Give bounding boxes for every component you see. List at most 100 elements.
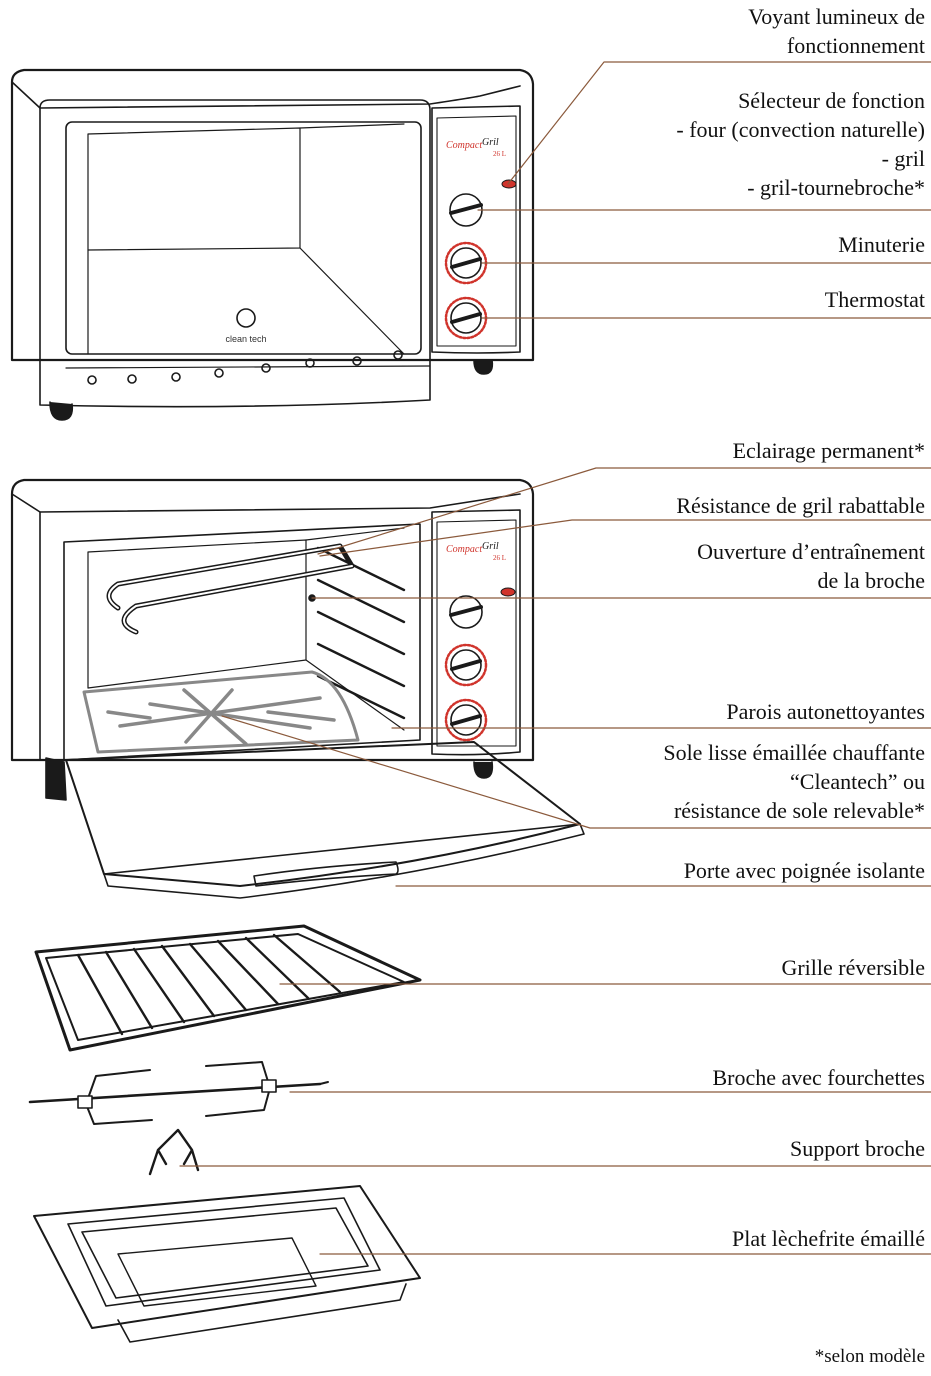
panel-brand-gril: Gril [482, 541, 499, 552]
leader-voyant [507, 61, 931, 185]
rack-bar [244, 936, 310, 1000]
oven-closed-window [65, 121, 422, 355]
oven-closed-foot-right [473, 359, 494, 375]
label-plat: Plat lèchefrite émaillé [731, 1226, 925, 1251]
label-broche: Broche avec fourchettes [712, 1065, 925, 1090]
rack-bar [104, 950, 154, 1030]
selector-knob [449, 595, 483, 629]
side-rail [316, 642, 406, 688]
label-sole: Sole lisse émaillée chauffante “Cleantec… [663, 740, 925, 823]
label-porte: Porte avec poignée isolante [683, 858, 925, 883]
side-rail [316, 610, 406, 656]
oven-closed-icon-strip [65, 365, 431, 369]
timer-scale [444, 643, 488, 687]
clean-tech-logo-icon [236, 308, 256, 328]
oven-open-foot-left [45, 757, 67, 801]
timer-knob-grip [450, 659, 482, 671]
rack-inner-frame [45, 933, 405, 1041]
spit-fork-screw [261, 1079, 277, 1093]
oven-open-foot-right [473, 761, 494, 779]
door-logo: clean tech [225, 334, 266, 344]
rack-bars [76, 933, 342, 1036]
oven-door-edge [103, 823, 585, 899]
oven-closed-top-edge [39, 85, 521, 109]
label-eclairage: Eclairage permanent* [732, 438, 925, 463]
spit-support-wire [148, 1128, 200, 1176]
label-support: Support broche [789, 1136, 925, 1161]
oven-open-floor-pattern [106, 688, 336, 746]
thermostat-knob-grip [450, 312, 482, 324]
tray-floor [117, 1237, 317, 1307]
floor-ray [182, 688, 248, 746]
floor-ray [148, 702, 312, 730]
oven-closed-function-icons [87, 350, 403, 385]
label-thermostat: Thermostat [824, 287, 925, 312]
panel-capacity: 26 L [493, 554, 506, 562]
rack-frame [34, 924, 422, 1052]
floor-ray [106, 710, 152, 720]
oven-closed-foot-left [49, 401, 74, 421]
oven-open-top-edge [39, 493, 521, 513]
spit-fork-left [85, 1069, 153, 1125]
oven-open-control-panel-inner [436, 519, 517, 747]
oven-open-side-edge [11, 493, 41, 761]
panel-capacity: 26 L [493, 150, 506, 158]
panel-brand-compact: Compact [446, 544, 482, 555]
footnote: *selon modèle [814, 1346, 925, 1367]
oven-open-back-wall [87, 539, 307, 689]
oven-closed-back-wall [87, 127, 301, 251]
oven-open-casing [10, 478, 535, 762]
thermostat-knob [450, 302, 482, 334]
label-ouverture: Ouverture d’entraînement de la broche [697, 539, 925, 593]
tray-basin-inner [81, 1207, 369, 1299]
rack-bar [188, 942, 248, 1012]
tray-basin [67, 1197, 381, 1307]
timer-knob [450, 649, 482, 681]
reversible-rack [34, 924, 422, 1052]
floor-ray [184, 688, 234, 744]
drip-tray [33, 1185, 421, 1343]
selector-knob-grip [449, 605, 483, 617]
oven-closed-side-edge [11, 81, 41, 361]
tray-rim [33, 1185, 421, 1329]
timer-knob [450, 247, 482, 279]
rack-bar [132, 947, 186, 1024]
leader-eclairage [317, 467, 931, 555]
label-voyant: Voyant lumineux de fonctionnement [748, 4, 925, 58]
oven-open: Compact Gril 26 L [10, 478, 585, 899]
side-rail [316, 578, 406, 624]
thermostat-knob [450, 704, 482, 736]
function-icon [214, 368, 224, 378]
thermostat-knob-grip [450, 714, 482, 726]
oven-open-cavity-frame [63, 523, 421, 761]
oven-open-side-rails [316, 546, 406, 720]
oven-closed-door-frame [39, 99, 431, 361]
rack-bar [216, 939, 280, 1006]
selector-knob-grip [449, 203, 483, 215]
rack-bar [160, 944, 216, 1018]
rack-bar [272, 933, 342, 994]
panel-brand-compact: Compact [446, 140, 482, 151]
function-icon [261, 363, 271, 373]
oven-closed-door-bottom [39, 359, 431, 408]
panel-brand-gril: Gril [482, 137, 499, 148]
leader-lines [179, 61, 931, 1255]
floor-ray [266, 710, 336, 722]
spit-fork-screw [77, 1095, 93, 1109]
door-handle [253, 861, 399, 887]
oven-closed: clean tech Compact Gril 26 L [10, 68, 535, 421]
label-resistance-gril: Résistance de gril rabattable [676, 493, 925, 518]
oven-open-floor [82, 670, 360, 754]
function-icon [352, 356, 362, 366]
function-icon [127, 374, 137, 384]
floor-ray [118, 696, 322, 728]
leader-sole [221, 715, 931, 829]
oven-door-open [65, 741, 581, 887]
function-icon [393, 350, 403, 360]
leader-resistance [319, 519, 931, 557]
label-parois: Parois autonettoyantes [726, 699, 925, 724]
oven-closed-control-panel [431, 105, 521, 354]
rack-bar [76, 953, 124, 1036]
indicator-light-icon [500, 587, 516, 597]
